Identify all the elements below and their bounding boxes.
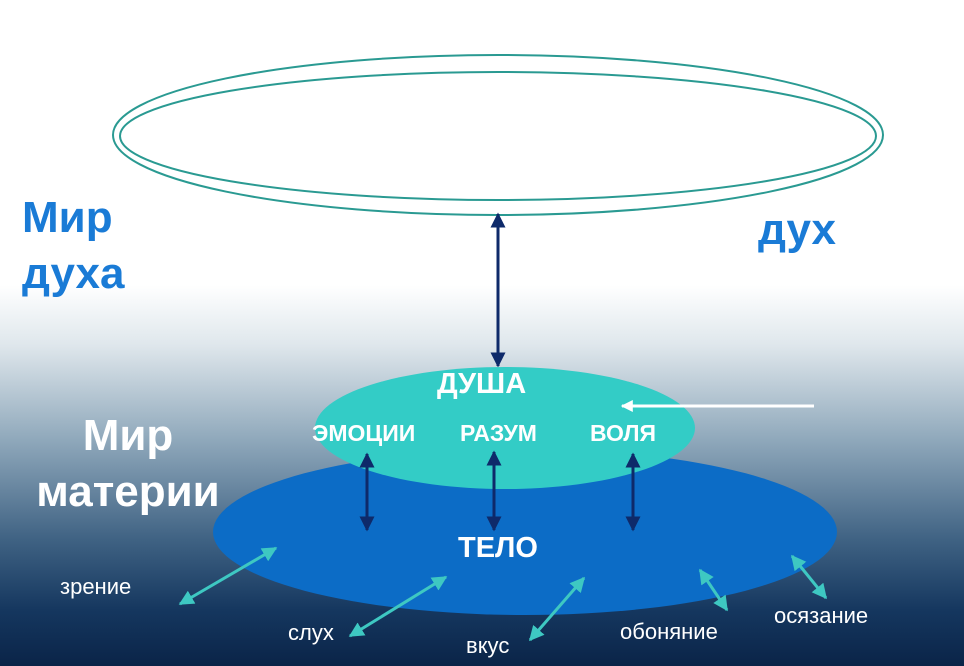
hearing-arrow [348,575,448,638]
spirit-ring-outer [112,54,884,216]
smell-arrow [698,568,729,612]
sight-arrow [178,546,278,606]
spirit-ring-inner [119,71,877,201]
sense-touch-label: осязание [774,603,869,628]
world-of-spirit-line-1: Мир [22,193,113,242]
world-of-spirit-label: Мир духа [22,190,124,302]
world-of-matter-line-2: материи [36,467,220,516]
will-label: ВОЛЯ [590,420,657,446]
world-of-matter-line-1: Мир [82,411,174,460]
soul-label: ДУША [437,368,527,400]
world-of-spirit-line-2: духа [22,249,125,298]
sense-hearing-label: слух [288,620,334,645]
soul-ellipse [315,367,695,489]
emotions-label: ЭМОЦИИ [312,420,416,446]
spirit-ring [112,54,884,216]
mind-label: РАЗУМ [460,420,537,446]
world-of-matter-label: Мир материи [8,408,248,520]
taste-arrow [528,576,586,642]
touch-arrow [790,554,828,600]
sense-taste-label: вкус [466,633,510,658]
body-label: ТЕЛО [458,532,538,564]
spirit-label: дух [758,205,836,254]
sense-sight-label: зрение [60,574,132,599]
sense-smell-label: обоняние [620,619,718,644]
